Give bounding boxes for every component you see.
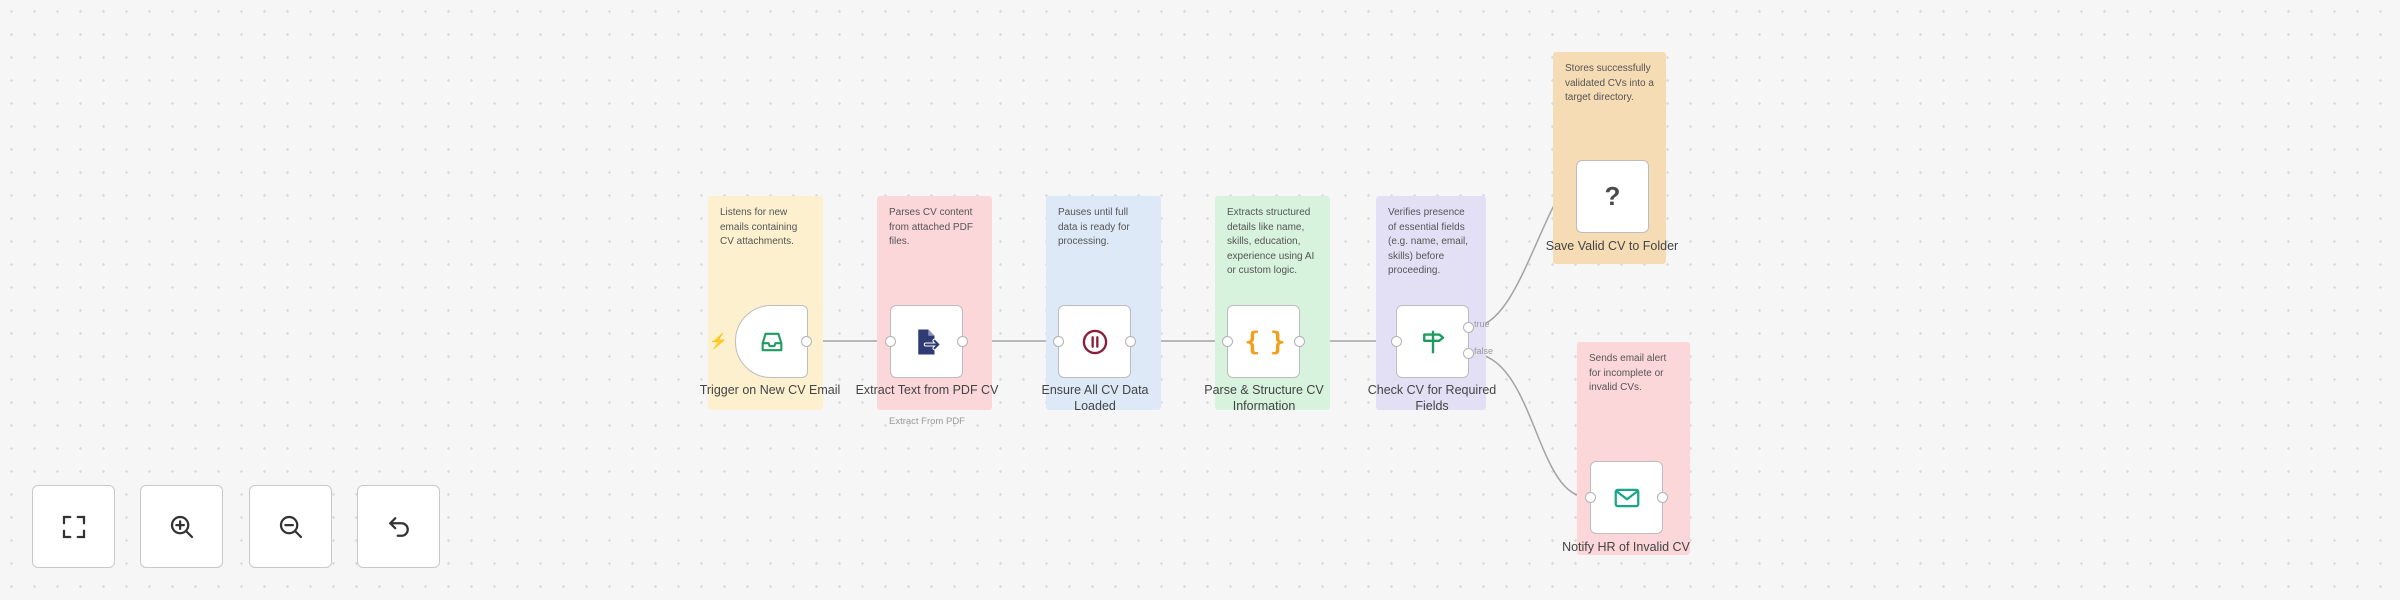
node-check-cv-required-fields[interactable]	[1396, 305, 1469, 378]
signpost-icon	[1422, 330, 1444, 353]
connection-false-to-notify	[1469, 352, 1588, 498]
sticky-note-text: Verifies presence of essential fields (e…	[1388, 207, 1469, 276]
node-notify-hr-invalid-cv[interactable]	[1590, 461, 1663, 534]
output-port[interactable]	[801, 336, 812, 347]
sticky-note-text: Stores successfully validated CVs into a…	[1565, 63, 1654, 103]
zoom-out-button[interactable]	[249, 485, 332, 568]
input-port[interactable]	[885, 336, 896, 347]
output-port-true[interactable]	[1463, 322, 1474, 333]
sticky-note-text: Pauses until full data is ready for proc…	[1058, 207, 1130, 247]
node-label: Trigger on New CV Email	[699, 383, 841, 397]
node-label: Ensure All CV Data Loaded	[1041, 383, 1149, 413]
trigger-bolt-icon: ⚡	[709, 333, 728, 350]
zoom-to-fit-button[interactable]	[32, 485, 115, 568]
question-mark-icon: ?	[1604, 181, 1621, 211]
output-port[interactable]	[1294, 336, 1305, 347]
output-port-false[interactable]	[1463, 348, 1474, 359]
branch-label-false: false	[1474, 346, 1494, 356]
envelope-icon	[1614, 488, 1639, 507]
node-extract-text-from-pdf[interactable]	[890, 305, 963, 378]
zoom-in-icon	[170, 515, 193, 538]
node-label: Extract Text from PDF CV	[855, 383, 999, 397]
node-label: Save Valid CV to Folder	[1545, 239, 1679, 253]
zoom-out-icon	[279, 515, 302, 538]
sticky-note-text: Listens for new emails containing CV att…	[720, 207, 798, 247]
input-port[interactable]	[1053, 336, 1064, 347]
output-port[interactable]	[957, 336, 968, 347]
sticky-note-text: Parses CV content from attached PDF file…	[889, 207, 973, 247]
node-label: Parse & Structure CV Information	[1204, 383, 1324, 413]
node-parse-structure-cv[interactable]: { }	[1227, 305, 1300, 378]
branch-label-true: true	[1474, 319, 1490, 329]
node-save-valid-cv[interactable]: ?	[1576, 160, 1649, 233]
input-port[interactable]	[1391, 336, 1402, 347]
node-label: Check CV for Required Fields	[1367, 383, 1497, 413]
file-extract-icon	[917, 329, 941, 354]
node-subtitle: Extract From PDF	[888, 416, 965, 427]
sticky-note-trigger[interactable]: Listens for new emails containing CV att…	[708, 196, 823, 410]
output-port[interactable]	[1657, 492, 1668, 503]
fullscreen-icon	[62, 515, 85, 538]
node-trigger-on-new-cv-email[interactable]	[735, 305, 808, 378]
input-port[interactable]	[1222, 336, 1233, 347]
node-ensure-all-cv-data-loaded[interactable]	[1058, 305, 1131, 378]
inbox-icon	[761, 332, 782, 351]
pause-icon	[1082, 329, 1107, 354]
code-braces-icon: { }	[1244, 326, 1286, 357]
output-port[interactable]	[1125, 336, 1136, 347]
node-label: Notify HR of Invalid CV	[1562, 540, 1690, 554]
sticky-note-text: Sends email alert for incomplete or inva…	[1589, 353, 1667, 393]
input-port[interactable]	[1585, 492, 1596, 503]
undo-button[interactable]	[357, 485, 440, 568]
undo-icon	[388, 516, 409, 537]
zoom-in-button[interactable]	[140, 485, 223, 568]
sticky-note-text: Extracts structured details like name, s…	[1227, 207, 1315, 276]
